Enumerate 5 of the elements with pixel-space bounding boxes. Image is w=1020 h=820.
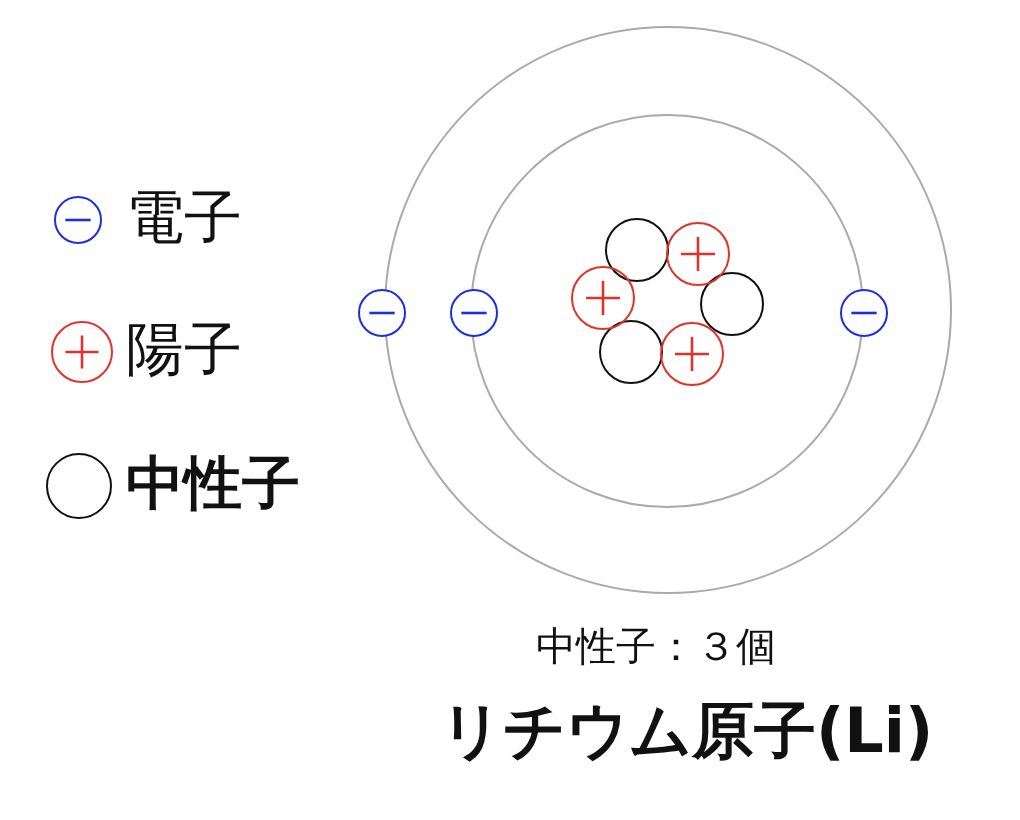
legend-label: 陽子 [126,320,242,378]
diagram-title: リチウム原子(Li) [440,700,934,762]
legend-label: 電子 [126,188,242,246]
legend-label: 中性子 [126,454,300,512]
neutron-count-note: 中性子：３個 [536,626,776,666]
